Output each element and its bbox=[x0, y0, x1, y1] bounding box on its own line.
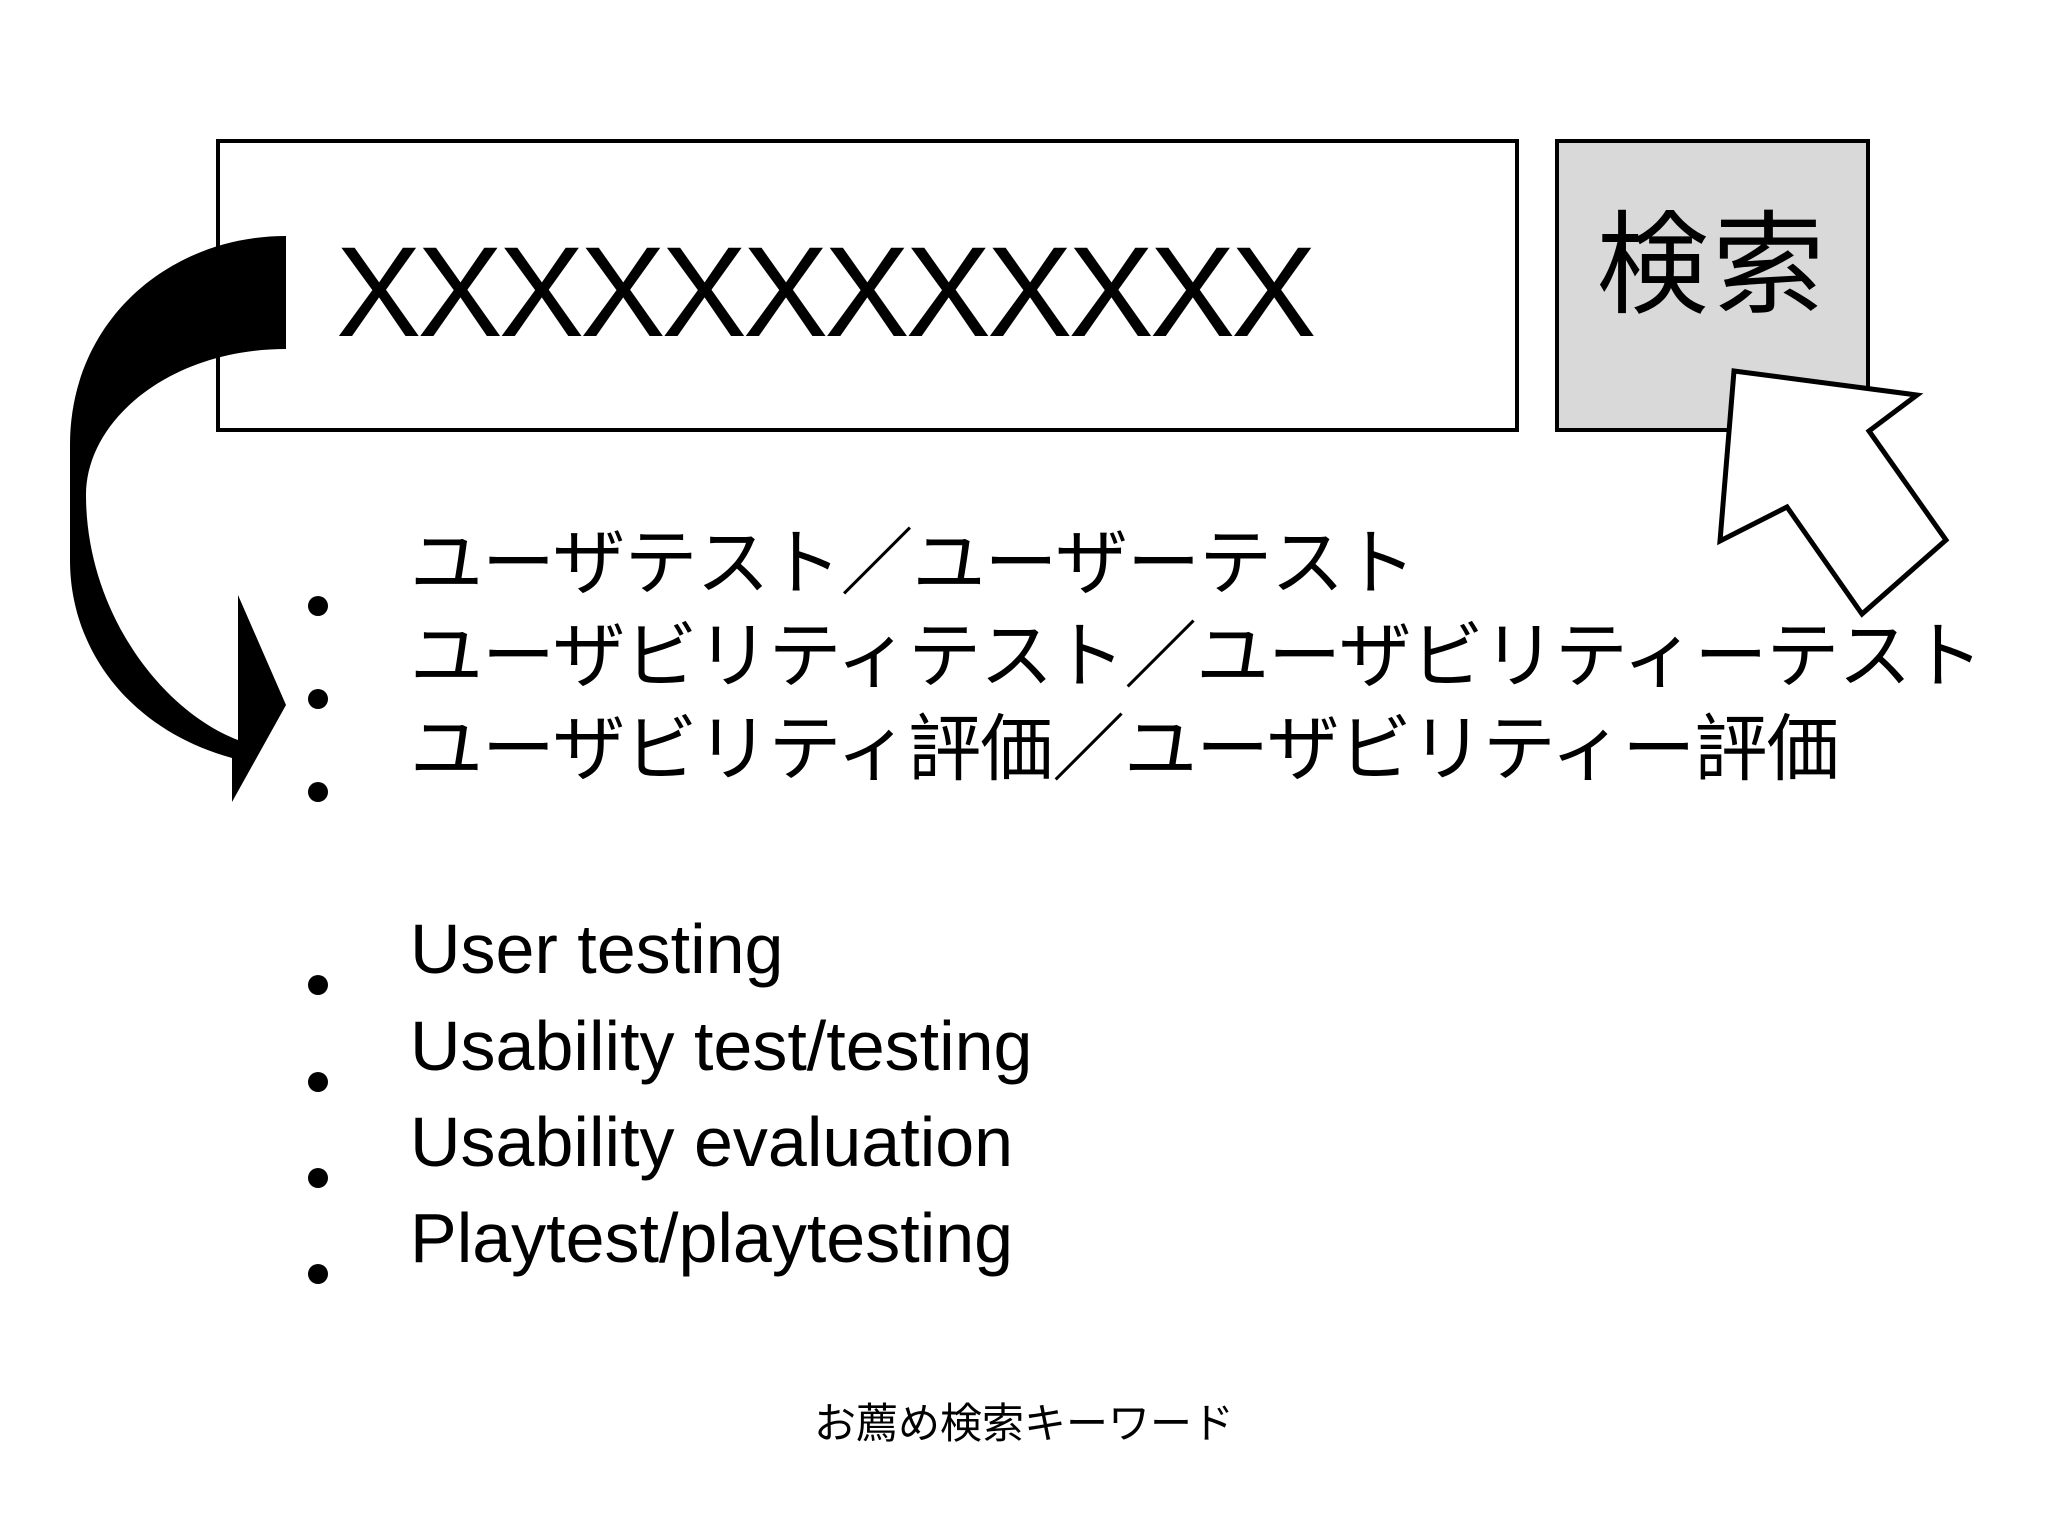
bullet-icon bbox=[308, 1168, 328, 1188]
search-button-label: 検索 bbox=[1596, 200, 1829, 331]
bullet-icon bbox=[308, 1264, 328, 1284]
bullet-icon bbox=[308, 689, 328, 709]
bullet-icon bbox=[308, 975, 328, 995]
keyword-label: Playtest/playtesting bbox=[410, 1199, 1014, 1277]
search-button[interactable]: 検索 bbox=[1555, 139, 1870, 432]
search-query-text: XXXXXXXXXXXX bbox=[336, 221, 1316, 364]
keyword-label: ユーザビリティ評価／ユーザビリティー評価 bbox=[410, 706, 1839, 792]
keyword-label: ユーザビリティテスト／ユーザビリティーテスト bbox=[410, 613, 1983, 699]
bullet-icon bbox=[308, 1072, 328, 1092]
keyword-label: User testing bbox=[410, 910, 784, 988]
bullet-icon bbox=[308, 782, 328, 802]
keyword-label: Usability evaluation bbox=[410, 1103, 1014, 1181]
keyword-label: ユーザテスト／ユーザーテスト bbox=[410, 520, 1416, 606]
bullet-icon bbox=[308, 596, 328, 616]
search-input[interactable]: XXXXXXXXXXXX bbox=[216, 139, 1519, 432]
keyword-label: Usability test/testing bbox=[410, 1007, 1033, 1085]
figure-caption: お薦め検索キーワード bbox=[813, 1399, 1234, 1448]
